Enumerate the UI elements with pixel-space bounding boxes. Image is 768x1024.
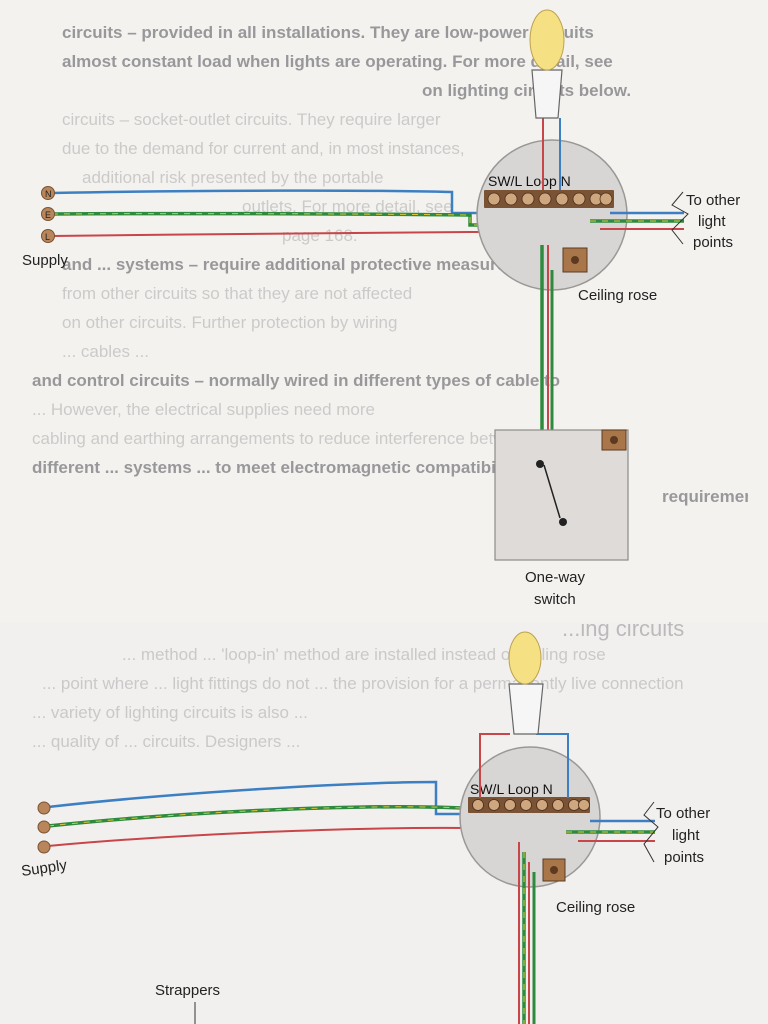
ceiling-rose-label: Ceiling rose [556, 899, 635, 916]
supply-cable [47, 780, 540, 847]
to-other-label-3: points [693, 234, 733, 251]
terminal-e-label: E [45, 210, 51, 220]
strappers-label: Strappers [155, 982, 220, 999]
supply-label: Supply [22, 252, 68, 269]
rose-terminal-labels: SW/L Loop N [470, 781, 553, 797]
bottom-diagram-panel: ...ing circuits ... method ... 'loop-in'… [0, 622, 768, 1024]
terminal-l-label: L [45, 232, 50, 242]
top-diagram-panel: circuits – provided in all installations… [22, 9, 748, 608]
top-wiring-diagram: N E L Supply SW/L Loop N Ceiling rose [22, 9, 740, 608]
supply-cable [51, 189, 560, 237]
lamp-bulb-icon [479, 631, 569, 798]
supply-terminals: N E L [41, 186, 55, 243]
outgoing-cable [566, 801, 659, 863]
switch-label-1: One-way [525, 569, 586, 586]
to-other-label-3: points [664, 849, 704, 866]
bottom-wiring-diagram: Supply SW/L Loop N Ceiling rose [20, 631, 710, 1024]
to-other-label-2: light [672, 827, 700, 844]
lamp-bulb-icon [529, 9, 565, 190]
ceiling-rose-label: Ceiling rose [578, 287, 657, 304]
terminal-n-label: N [45, 189, 52, 199]
to-other-label-2: light [698, 213, 726, 230]
switch-label-2: switch [534, 591, 576, 608]
ceiling-rose: SW/L Loop N [476, 139, 628, 291]
supply-label: Supply [20, 857, 68, 880]
rose-terminal-labels: SW/L Loop N [488, 173, 571, 189]
outgoing-cable [590, 191, 689, 245]
one-way-switch [494, 429, 629, 561]
to-other-label-1: To other [686, 192, 740, 209]
switch-drop-cable [518, 842, 536, 1024]
supply-terminals [37, 801, 51, 854]
to-other-label-1: To other [656, 805, 710, 822]
